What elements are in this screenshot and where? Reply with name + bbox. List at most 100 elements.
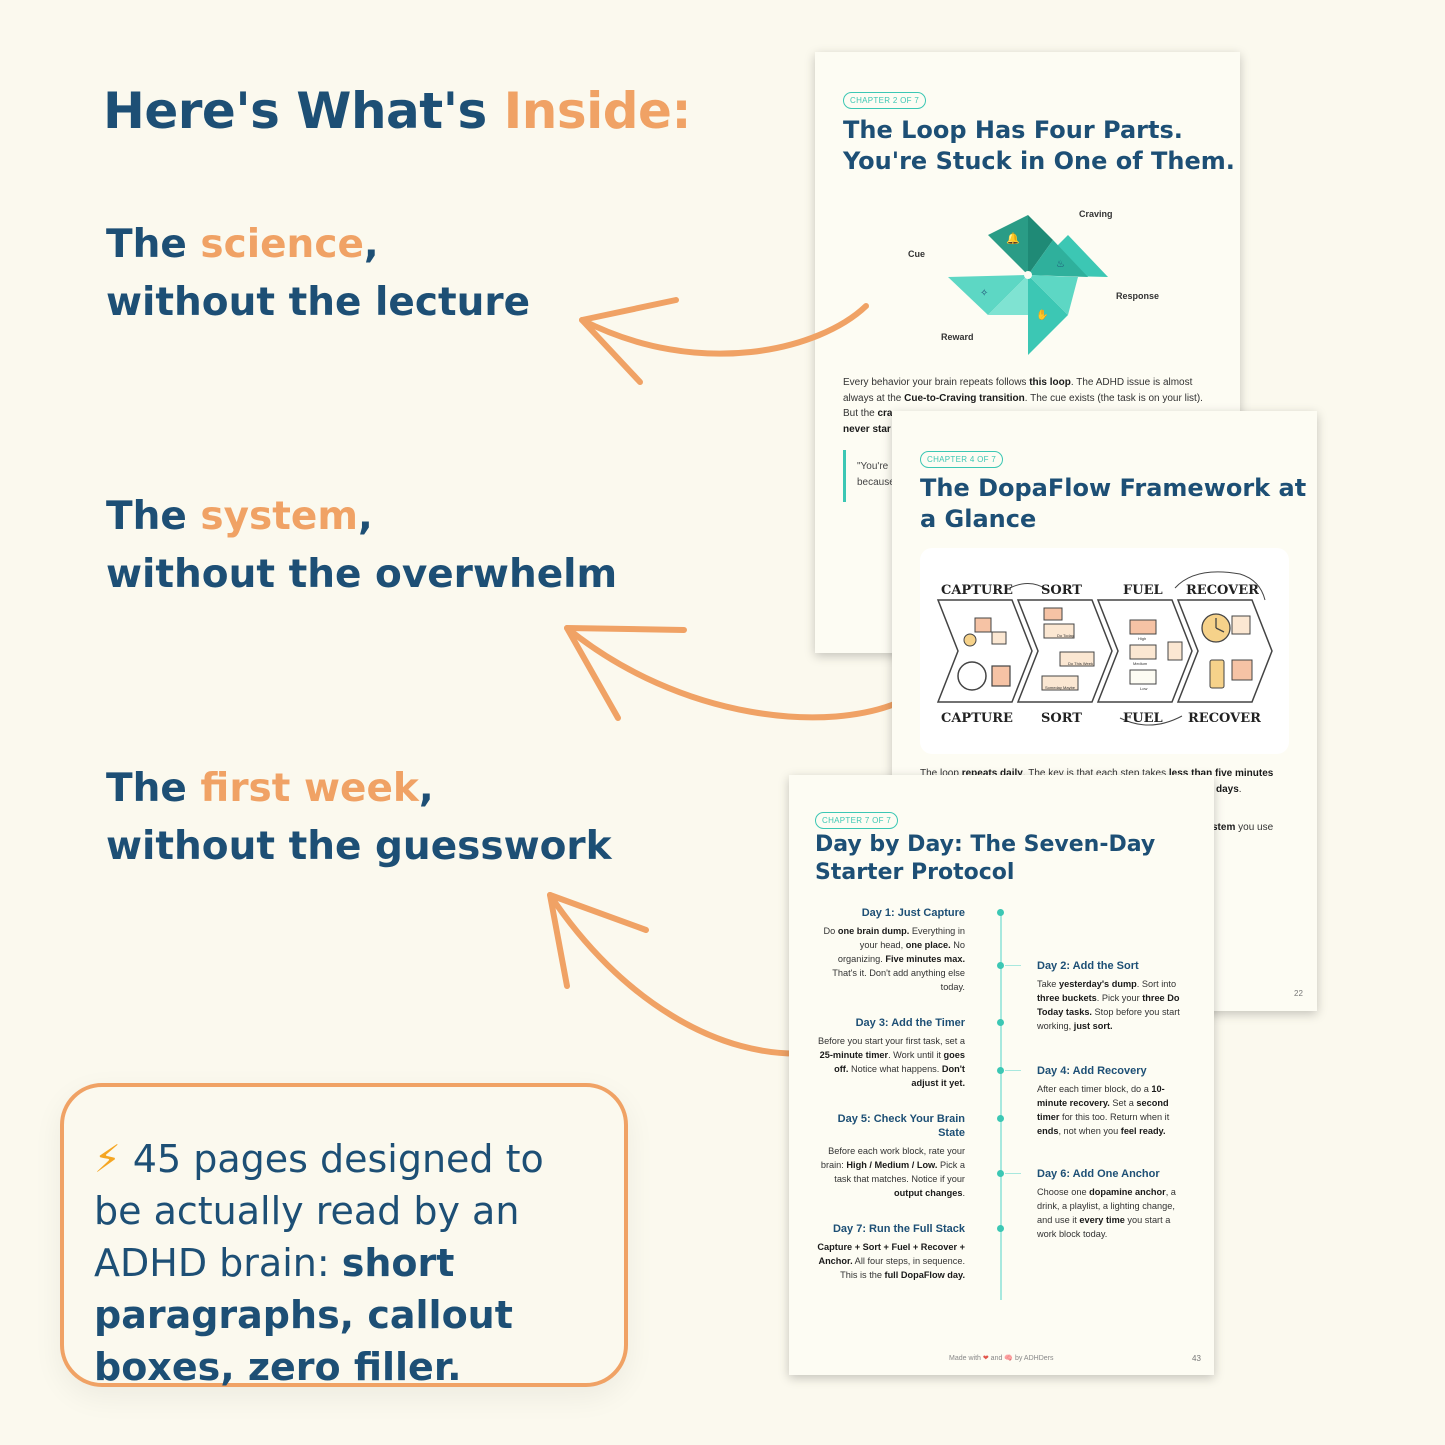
craving-blade-2 xyxy=(1028,215,1053,275)
day-text-bold: three buckets xyxy=(1037,993,1097,1003)
day-text: Before you start your first task, set a xyxy=(817,1036,965,1046)
timeline-connector xyxy=(1005,1173,1021,1174)
feature-prefix: The xyxy=(106,222,201,267)
day-text: Choose one xyxy=(1037,1187,1090,1197)
battery-low-icon xyxy=(1129,669,1157,685)
day-text-bold: ends xyxy=(1037,1126,1059,1136)
bold-text: less than five minutes xyxy=(1168,768,1274,779)
page1-body: Every behavior your brain repeats follow… xyxy=(843,375,1213,437)
title-line2: You're Stuck in One of Them. xyxy=(843,147,1235,175)
craving-blade xyxy=(988,215,1028,275)
note-icon xyxy=(974,617,992,633)
arrow-to-science-head xyxy=(579,297,679,385)
callout-bold: short paragraphs, callout boxes, zero fi… xyxy=(94,1241,513,1389)
day-text: After each timer block, do a xyxy=(1037,1084,1152,1094)
page-footer: Made with ❤ and 🧠 by ADHDers xyxy=(949,1354,1054,1362)
day-text-bold: High / Medium / Low. xyxy=(846,1160,938,1170)
day-text: Take xyxy=(1037,979,1059,989)
day-text-bold: 10-minute recovery. xyxy=(1037,1084,1165,1108)
chair-icon xyxy=(1231,659,1253,681)
day-text-bold: just sort. xyxy=(1073,1021,1113,1031)
callout-body: 45 pages designed to be actually read by… xyxy=(94,1137,544,1285)
day-text-bold: one place. xyxy=(905,940,951,950)
text: . xyxy=(1238,784,1242,795)
day-text: , a drink, a playlist, a lighting change… xyxy=(1037,1187,1176,1225)
page2-body: The loop repeats daily. The key is that … xyxy=(920,766,1290,782)
feature-first-week: The first week, without the guesswork xyxy=(106,760,612,876)
feature-highlight: first week xyxy=(200,766,419,811)
day-text-bold: dopamine anchor xyxy=(1089,1187,1166,1197)
title-line1: Day by Day: The Seven-Day xyxy=(815,832,1156,857)
do-today-box xyxy=(1043,623,1075,639)
page-number: 22 xyxy=(1294,989,1303,998)
day-text: you start a work block today. xyxy=(1037,1215,1171,1239)
step-label-recover-top: RECOVER xyxy=(1186,583,1259,598)
day-text: Notice what happens. xyxy=(848,1064,942,1074)
page-title: The Loop Has Four Parts. You're Stuck in … xyxy=(843,115,1235,177)
day-text-bold: every time xyxy=(1079,1215,1125,1225)
day-text: Before each work block, rate your brain: xyxy=(820,1146,965,1170)
framework-chevrons xyxy=(936,571,1273,726)
mini-label-low: Low xyxy=(1140,686,1148,691)
loop-pinwheel-diagram: 🔔 ♨ ✧ ✋ xyxy=(948,215,1108,355)
day-title: Day 2: Add the Sort xyxy=(1037,960,1139,972)
lightning-icon: ⚡ xyxy=(94,1137,121,1181)
head-icon xyxy=(957,661,987,691)
feature-highlight: system xyxy=(200,494,358,539)
timeline-dot xyxy=(997,1067,1004,1074)
headline-part1: Here's What's xyxy=(103,82,504,140)
title-line1: The Loop Has Four Parts. xyxy=(843,116,1183,144)
bold-text: days xyxy=(1216,784,1239,795)
mini-label-do-this-week: Do This Week xyxy=(1068,661,1093,666)
day-text-bold: Five minutes max. xyxy=(885,954,965,964)
sparkle-icon: ✧ xyxy=(980,288,988,299)
text: . The cue exists (the task is on your li… xyxy=(843,392,1203,420)
someday-box xyxy=(1041,675,1079,691)
timeline-connector xyxy=(1005,1070,1021,1071)
feature-science-line1: The science, xyxy=(106,216,530,274)
day-title: Day 4: Add Recovery xyxy=(1037,1065,1147,1077)
footer-text: and xyxy=(988,1355,1005,1362)
step-label-capture-bottom: CAPTURE xyxy=(941,711,1013,726)
timeline-line xyxy=(1000,912,1002,1300)
day-text: , not when you xyxy=(1058,1126,1121,1136)
feature-highlight: science xyxy=(200,222,364,267)
bulb-icon xyxy=(963,633,977,647)
feature-system: The system, without the overwhelm xyxy=(106,488,617,604)
flame-icon: ♨ xyxy=(1056,259,1065,270)
day-title: Day 1: Just Capture xyxy=(861,907,965,919)
mini-label-medium: Medium xyxy=(1133,661,1148,666)
step-label-fuel-top: FUEL xyxy=(1123,583,1163,598)
quote-accent-bar xyxy=(843,450,846,502)
day-text-bold: three Do Today tasks. xyxy=(1037,993,1180,1017)
page2-body-fragment: days. xyxy=(1216,782,1242,798)
chapter-chip: CHAPTER 7 OF 7 xyxy=(815,812,899,829)
cue-blade xyxy=(948,275,1028,315)
title-line2: a Glance xyxy=(920,505,1037,533)
note-icon-2 xyxy=(991,631,1007,645)
basket-icon xyxy=(991,665,1011,687)
day-title: Day 3: Add the Timer xyxy=(855,1017,965,1029)
feature-science-line2: without the lecture xyxy=(106,280,531,325)
day-text: . Pick your xyxy=(1096,993,1143,1003)
label-craving: Craving xyxy=(1079,209,1113,219)
day-title: Day 6: Add One Anchor xyxy=(1037,1168,1160,1180)
headline-part2: Inside: xyxy=(503,82,692,140)
arrow-to-system-head xyxy=(564,625,687,721)
envelope-icon xyxy=(1043,607,1063,621)
feature-prefix: The xyxy=(106,494,201,539)
day-text-bold: yesterday's dump xyxy=(1058,979,1137,989)
day-text: . xyxy=(962,1188,965,1198)
day-title: Day 5: Check Your Brain State xyxy=(837,1113,965,1139)
text: The loop xyxy=(920,768,962,779)
timeline-dot xyxy=(997,1019,1004,1026)
bold-text: cra xyxy=(877,408,893,419)
bold-text: stem xyxy=(1212,822,1236,833)
